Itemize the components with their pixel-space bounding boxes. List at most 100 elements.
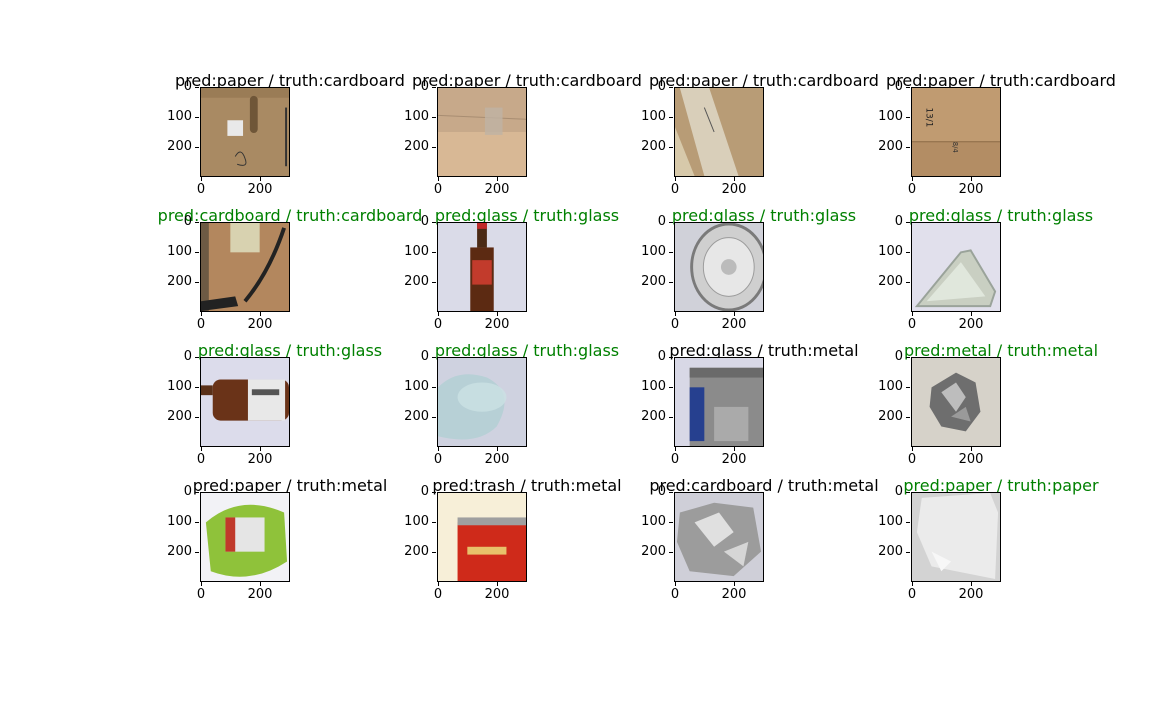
- y-tick-label: 100: [863, 245, 910, 259]
- x-tick-label: 0: [181, 447, 221, 467]
- x-tick-label: 0: [892, 582, 932, 602]
- svg-text:13/1: 13/1: [924, 108, 934, 128]
- y-tick-label: 200: [152, 545, 199, 559]
- x-tick-label: 0: [892, 177, 932, 197]
- y-tick-label: 100: [863, 380, 910, 394]
- panel-title: pred:paper / truth:paper: [903, 476, 1099, 495]
- x-tick-label: 200: [714, 582, 754, 602]
- y-tick-label: 100: [389, 515, 436, 529]
- x-tick-label: 200: [477, 447, 517, 467]
- y-tick-label: 0: [152, 215, 199, 229]
- y-tick-label: 200: [626, 545, 673, 559]
- x-tick-label: 200: [477, 582, 517, 602]
- y-tick-label: 100: [152, 245, 199, 259]
- x-tick-label: 0: [418, 177, 458, 197]
- y-tick-label: 200: [863, 545, 910, 559]
- panel-image: [674, 492, 764, 582]
- x-tick-label: 200: [477, 177, 517, 197]
- y-tick-label: 100: [389, 380, 436, 394]
- y-tick-label: 200: [626, 275, 673, 289]
- y-tick-label: 200: [152, 410, 199, 424]
- y-tick-label: 100: [152, 110, 199, 124]
- panel-image: [437, 357, 527, 447]
- panel-image: [437, 87, 527, 177]
- x-tick-label: 200: [714, 312, 754, 332]
- y-tick-label: 100: [389, 110, 436, 124]
- panel-title: pred:cardboard / truth:cardboard: [157, 206, 423, 225]
- x-tick-label: 200: [951, 447, 991, 467]
- y-tick-label: 200: [863, 410, 910, 424]
- y-tick-label: 0: [626, 485, 673, 499]
- y-tick-label: 200: [626, 410, 673, 424]
- y-tick-label: 0: [152, 350, 199, 364]
- panel-image: [437, 492, 527, 582]
- x-tick-label: 0: [655, 447, 695, 467]
- x-tick-label: 0: [181, 312, 221, 332]
- x-tick-label: 200: [951, 312, 991, 332]
- y-tick-label: 100: [863, 110, 910, 124]
- y-tick-label: 0: [863, 485, 910, 499]
- panel-title: pred:glass / truth:glass: [908, 206, 1094, 225]
- panel-image: [200, 87, 290, 177]
- y-tick-label: 200: [152, 275, 199, 289]
- y-tick-label: 0: [389, 215, 436, 229]
- y-tick-label: 0: [626, 80, 673, 94]
- y-tick-label: 0: [863, 350, 910, 364]
- panel-title: pred:trash / truth:metal: [432, 476, 622, 495]
- x-tick-label: 200: [714, 177, 754, 197]
- y-tick-label: 100: [626, 110, 673, 124]
- y-tick-label: 200: [152, 140, 199, 154]
- x-tick-label: 200: [477, 312, 517, 332]
- y-tick-label: 0: [863, 215, 910, 229]
- x-tick-label: 0: [418, 582, 458, 602]
- x-tick-label: 200: [240, 582, 280, 602]
- x-tick-label: 0: [655, 312, 695, 332]
- x-tick-label: 0: [892, 312, 932, 332]
- x-tick-label: 200: [951, 582, 991, 602]
- panel-title: pred:glass / truth:glass: [434, 341, 620, 360]
- y-tick-label: 200: [863, 275, 910, 289]
- panel-title: pred:glass / truth:glass: [197, 341, 383, 360]
- x-tick-label: 0: [418, 447, 458, 467]
- y-tick-label: 0: [389, 485, 436, 499]
- panel-image: [911, 222, 1001, 312]
- x-tick-label: 200: [240, 447, 280, 467]
- y-tick-label: 0: [152, 485, 199, 499]
- x-tick-label: 0: [655, 177, 695, 197]
- panel-image: [911, 357, 1001, 447]
- y-tick-label: 100: [626, 380, 673, 394]
- panel-title: pred:glass / truth:metal: [669, 341, 859, 360]
- y-tick-label: 100: [863, 515, 910, 529]
- y-tick-label: 0: [389, 350, 436, 364]
- panel-title: pred:glass / truth:glass: [671, 206, 857, 225]
- x-tick-label: 200: [951, 177, 991, 197]
- panel-image: [200, 357, 290, 447]
- y-tick-label: 100: [626, 515, 673, 529]
- x-tick-label: 0: [892, 447, 932, 467]
- panel-image: [200, 222, 290, 312]
- panel-image: [674, 87, 764, 177]
- image-panel: pred:trash / truth:metal 0 100 200 0 200: [404, 477, 677, 622]
- panel-title: pred:paper / truth:metal: [192, 476, 388, 495]
- panel-image: [200, 492, 290, 582]
- x-tick-label: 0: [418, 312, 458, 332]
- panel-title: pred:paper / truth:cardboard: [649, 71, 879, 90]
- panel-title: pred:paper / truth:cardboard: [886, 71, 1116, 90]
- y-tick-label: 0: [152, 80, 199, 94]
- y-tick-label: 0: [389, 80, 436, 94]
- panel-image: [674, 222, 764, 312]
- y-tick-label: 100: [626, 245, 673, 259]
- panel-image: [674, 357, 764, 447]
- y-tick-label: 0: [863, 80, 910, 94]
